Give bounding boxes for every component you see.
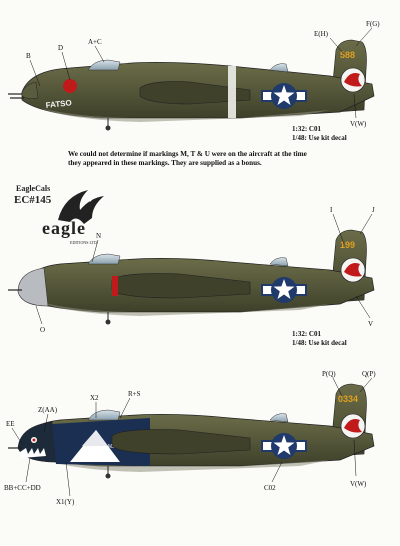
callout-e-h: E(H) (314, 30, 329, 38)
tail-number-2: 199 (340, 240, 355, 250)
callout-n: N (96, 232, 101, 240)
callout-p-q: P(Q) (322, 370, 336, 378)
bonus-markings-note: We could not determine if markings M, T … (68, 150, 307, 167)
callout-d: D (58, 44, 63, 52)
kit-note-2-line1: 1:32: C01 (292, 330, 321, 338)
callout-ee: EE (6, 420, 15, 428)
nose-art-text-1: FATSO (45, 98, 72, 110)
aircraft-profile-1: FATSO 588 B D A+C E(H) F(G) V(W) (8, 20, 380, 131)
callout-v: V (368, 320, 373, 328)
kit-note-2-line2: 1/48: Use kit decal (292, 339, 347, 347)
tail-number-1: 588 (340, 50, 355, 60)
callout-i: I (330, 206, 333, 214)
kit-note-1: 1:32: C01 1/48: Use kit decal (292, 125, 347, 143)
callout-v-w-1: V(W) (350, 120, 367, 128)
callout-j: J (372, 206, 375, 214)
callout-bb-cc-dd: BB+CC+DD (4, 484, 41, 492)
kit-note-2: 1:32: C01 1/48: Use kit decal (292, 330, 347, 348)
callout-f-g: F(G) (366, 20, 380, 28)
logo-brand: eagle (42, 218, 86, 238)
callout-a-c: A+C (88, 38, 102, 46)
callout-q-p: Q(P) (362, 370, 376, 378)
callout-c02: C02 (264, 484, 276, 492)
aircraft-profile-3: MEEE 0334 P(Q) Q(P) X2 R+S EE Z(AA) BB+C… (4, 370, 376, 506)
eagle-logo-icon (58, 190, 104, 224)
callout-r-s: R+S (128, 390, 141, 398)
callout-x1-y: X1(Y) (56, 498, 75, 506)
kit-note-1-line1: 1:32: C01 (292, 125, 321, 133)
logo-product-code: EC#145 (14, 194, 52, 206)
callout-v-w-3: V(W) (350, 480, 367, 488)
callout-o: O (40, 326, 45, 334)
callout-x2: X2 (90, 394, 99, 402)
aircraft-profile-2: 199 I J N O V (8, 206, 375, 334)
callout-z-aa: Z(AA) (38, 406, 58, 414)
kit-note-1-line2: 1/48: Use kit decal (292, 134, 347, 142)
logo-subtitle: EDITIONS LTD. (70, 240, 98, 245)
logo-eaglecals: EagleCals (16, 184, 51, 193)
tail-number-3: 0334 (338, 394, 358, 404)
callout-b: B (26, 52, 31, 60)
